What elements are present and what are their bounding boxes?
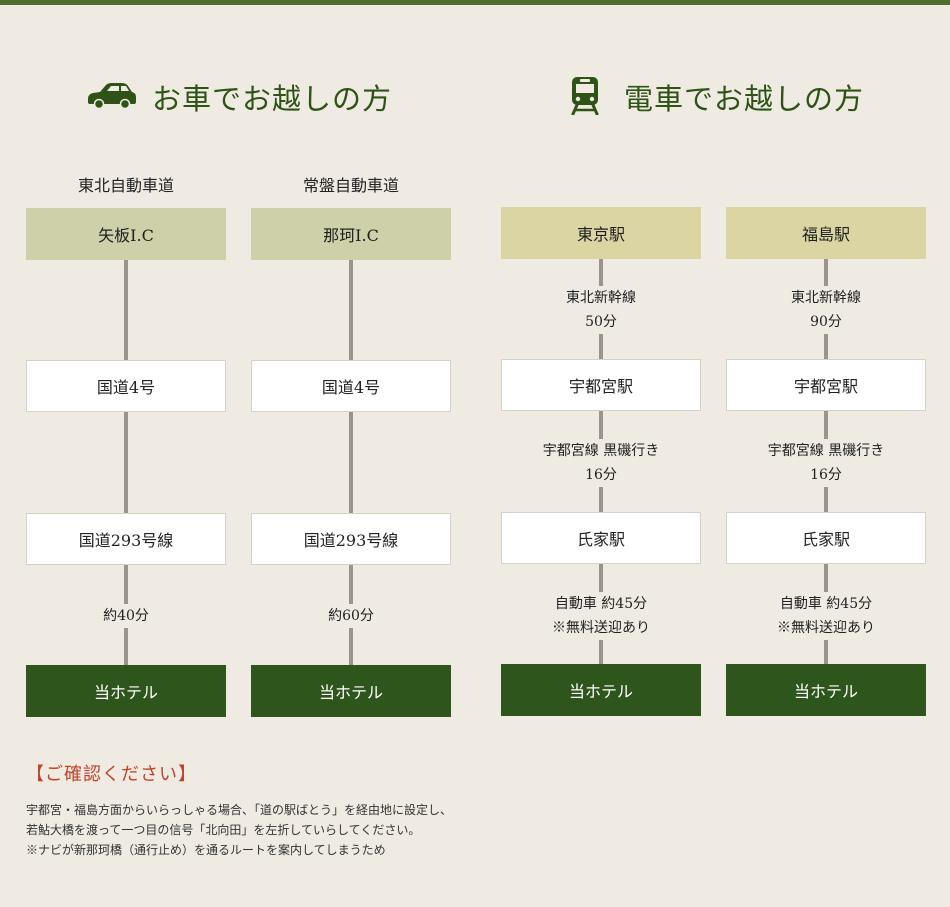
leg-duration: 90分 [806,310,846,334]
notice-line: ※ナビが新那珂橋（通行止め）を通るルートを案内してしまうため [26,843,386,857]
leg-duration: 16分 [581,463,621,487]
leg-info-label: 自動車 約45分 ※無料送迎あり [501,592,701,640]
route-line [349,260,353,666]
notice-line: 若鮎大橋を渡って一つ目の信号「北向田」を左折していらしてください。 [26,823,421,837]
leg-info-label: 宇都宮線 黒磯行き 16分 [726,439,926,487]
leg-line-name: 東北新幹線 [562,286,640,310]
travel-time-text: 約60分 [324,604,378,628]
train-section-title: 電車でお越しの方 [570,72,864,122]
train-icon [570,75,600,119]
notice-line: 宇都宮・福島方面からいらっしゃる場合、「道の駅ばとう」を経由地に設定し、 [26,803,453,817]
notice-section: 【ご確認ください】 宇都宮・福島方面からいらっしゃる場合、「道の駅ばとう」を経由… [26,760,926,860]
route-step-box: 国道4号 [251,360,451,412]
interchange-box: 那珂I.C [251,208,451,260]
hotel-destination-box: 当ホテル [726,664,926,716]
travel-time-text: 約40分 [99,604,153,628]
route-step-box: 国道293号線 [26,513,226,565]
car-section-heading: お車でお越しの方 [152,82,393,116]
leg-info-label: 東北新幹線 50分 [501,286,701,334]
leg-line-name: 東北新幹線 [787,286,865,310]
leg-info-label: 宇都宮線 黒磯行き 16分 [501,439,701,487]
notice-heading: 【ご確認ください】 [26,764,197,785]
train-section-heading: 電車でお越しの方 [624,82,865,116]
transfer-station-box: 宇都宮駅 [501,359,701,411]
leg-duration: 16分 [806,463,846,487]
highway-name: 常盤自動車道 [302,176,399,195]
leg-line-name: 宇都宮線 黒磯行き [763,439,889,463]
leg-duration: 50分 [581,310,621,334]
interchange-box: 矢板I.C [26,208,226,260]
travel-time-label: 約40分 [26,604,226,628]
car-icon [86,81,138,113]
leg-info-label: 東北新幹線 90分 [726,286,926,334]
transfer-station-box: 宇都宮駅 [726,359,926,411]
shuttle-note: ※無料送迎あり [773,616,879,640]
leg-transport: 自動車 約45分 [550,592,652,616]
travel-time-label: 約60分 [251,604,451,628]
route-line [124,260,128,666]
route-step-box: 国道293号線 [251,513,451,565]
shuttle-note: ※無料送迎あり [548,616,654,640]
top-accent-bar [0,0,950,5]
hotel-destination-box: 当ホテル [501,664,701,716]
departure-station-box: 福島駅 [726,207,926,259]
leg-transport: 自動車 約45分 [775,592,877,616]
highway-name: 東北自動車道 [77,176,174,195]
hotel-destination-box: 当ホテル [26,665,226,717]
transfer-station-box: 氏家駅 [501,512,701,564]
leg-info-label: 自動車 約45分 ※無料送迎あり [726,592,926,640]
car-section-title: お車でお越しの方 [86,72,392,122]
notice-body: 宇都宮・福島方面からいらっしゃる場合、「道の駅ばとう」を経由地に設定し、 若鮎大… [26,800,926,860]
transfer-station-box: 氏家駅 [726,512,926,564]
hotel-destination-box: 当ホテル [251,665,451,717]
departure-station-box: 東京駅 [501,207,701,259]
route-step-box: 国道4号 [26,360,226,412]
leg-line-name: 宇都宮線 黒磯行き [538,439,664,463]
